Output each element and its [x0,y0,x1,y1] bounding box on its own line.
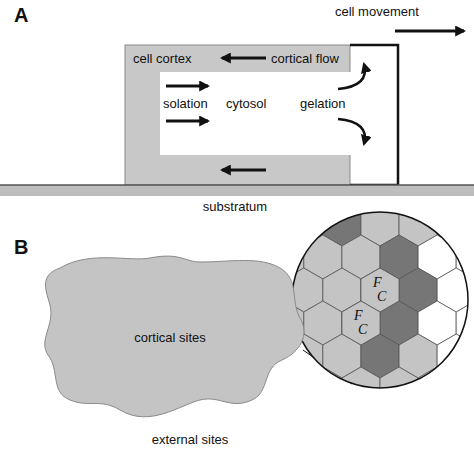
hex-cell [437,400,474,444]
cytosol-box: solation cytosol gelation [160,72,398,155]
hex-cell [418,367,456,411]
hex-cell [247,136,285,180]
hex-cell [456,367,474,411]
hex-cell [285,136,323,180]
hex-site: FC [342,301,380,345]
node-text: C [358,322,367,338]
solation-arrow [166,85,208,88]
hex-cell [399,400,437,444]
hex-cell [285,400,323,444]
gelation-arrow [338,64,365,89]
hex-cell [342,169,380,213]
node-text: solation [163,96,208,111]
hex-cell [361,136,399,180]
hex-cell [418,169,456,213]
motion-label: cell movement [335,4,419,19]
substratum-edge [0,184,474,186]
hex-cell [399,136,437,180]
hex-cell [380,169,418,213]
hex-cell [247,400,285,444]
cytosol-area [160,72,398,155]
node-text: C [377,289,386,305]
movement-arrow [395,30,464,33]
hex-cell [266,367,304,411]
hex-cell [266,169,304,213]
hex-cell [437,136,474,180]
hex-cell [380,367,418,411]
blob-shape [45,256,304,417]
zoom-circle [292,212,468,388]
gelation-arrow [338,119,365,144]
hex-cell [342,367,380,411]
solation-arrow [166,120,208,123]
region-label: external sites [152,432,229,447]
flow-arrow [222,57,266,60]
hex-cell [361,400,399,444]
hex-shape [342,301,380,345]
hex-cell [304,169,342,213]
substratum-label: substratum [203,199,267,214]
node-text: F [354,308,363,324]
cortical-sites-region: cortical sites [40,250,310,435]
node-text: cytosol [226,96,266,111]
cell-box: cell cortex cortical flow solation cytosol g… [125,45,398,185]
hex-cell [456,169,474,213]
node-text: cortical sites [134,330,206,345]
node-text: gelation [300,96,346,111]
substratum-bar [0,185,474,196]
node-text: cortical flow [271,51,339,66]
panel-letter: B [14,236,28,258]
flow-arrow [222,169,266,172]
leading-edge-outline [350,45,398,185]
hex-cell [209,136,247,180]
hex-cell [437,334,474,378]
cell-body [125,45,398,185]
panel-letter: A [14,4,28,26]
node-text: cell cortex [133,51,192,66]
hex-cell [323,136,361,180]
hex-cell [323,400,361,444]
hex-cell [304,367,342,411]
node-text: F [373,275,382,291]
